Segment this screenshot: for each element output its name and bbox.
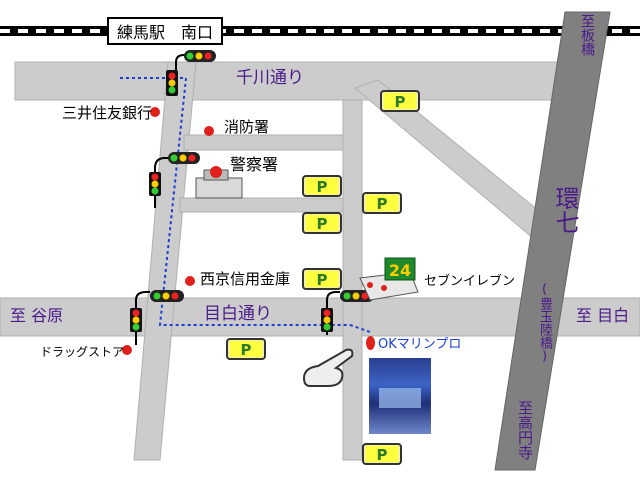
route-line [120,77,371,333]
street-police [179,197,351,213]
parking-sign: P [362,443,402,465]
svg-text:P: P [377,446,388,464]
parking-sign: P [226,338,266,360]
direction-mejiro: 至 目白 [576,306,630,325]
shop-photo [369,358,431,434]
pointer-hand-icon [302,348,354,387]
svg-text:P: P [395,93,406,111]
kannana-road [494,11,611,471]
parking-sign: P [302,268,342,290]
label-drugstore: ドラッグストア [40,345,125,359]
ring7-alias: (豊玉陸橋) [537,282,552,364]
direction-yahara: 至 谷原 [10,306,64,325]
svg-text:P: P [317,215,328,233]
fire-station-marker [204,126,214,136]
svg-text:P: P [317,178,328,196]
label-credit-union: 西京信用金庫 [200,270,291,288]
ring7-label: 環七 [551,186,579,234]
direction-itabashi: 至板橋 [579,14,595,56]
label-destination: OKマリンプロ [378,337,462,352]
parking-sign: P [302,175,342,197]
bank-marker [150,107,160,117]
destination-marker [366,336,375,350]
svg-text:P: P [241,341,252,359]
label-fire-station: 消防署 [224,118,270,136]
label-seven-eleven: セブンイレブン [424,274,516,289]
svg-text:P: P [317,271,328,289]
station-sign: 練馬駅 南口 [107,17,223,45]
parking-sign: P [380,90,420,112]
drugstore-marker [122,345,132,355]
parking-sign: P [302,212,342,234]
svg-text:P: P [377,195,388,213]
street-label-senkawa: 千川通り [236,68,304,88]
label-bank: 三井住友銀行 [62,104,153,122]
direction-takaido: 至高円寺 [516,400,534,460]
street-fire [183,134,351,151]
middle-road [342,99,363,461]
label-police: 警察署 [230,155,279,174]
parking-sign: P [362,192,402,214]
railway [0,26,640,36]
street-label-mejiro: 目白通り [204,304,272,324]
credit-union-marker [185,276,195,286]
